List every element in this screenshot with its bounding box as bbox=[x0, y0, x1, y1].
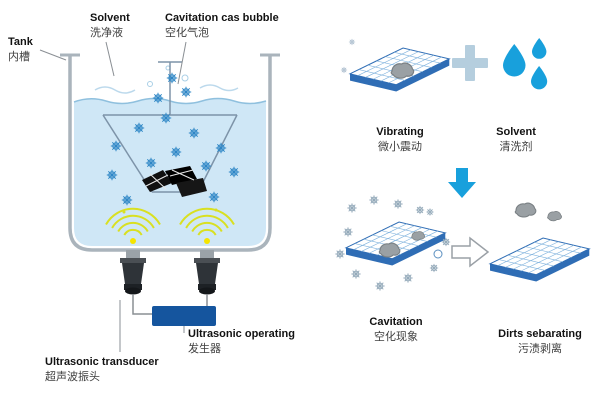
ultrasonic-operating-label-zh: 发生器 bbox=[188, 342, 221, 355]
sparkle-icon bbox=[340, 66, 348, 74]
sparkle-icon bbox=[402, 272, 414, 284]
dirt-blob-icon bbox=[378, 242, 401, 258]
water-drop-icon bbox=[531, 66, 548, 90]
gear-bubble-icon bbox=[152, 92, 164, 104]
sparkle-icon bbox=[374, 280, 386, 292]
dirt-blob-icon bbox=[390, 62, 415, 79]
tank-label-zh: 内槽 bbox=[8, 50, 30, 63]
gear-bubble-icon bbox=[180, 86, 192, 98]
cavitation-gas-bubble-label-en: Cavitation cas bubble bbox=[165, 12, 279, 24]
sparkle-icon bbox=[426, 208, 434, 216]
cavitation-gas-bubble-label: Cavitation cas bubble 空化气泡 bbox=[165, 12, 279, 41]
transducer-left-icon bbox=[120, 250, 146, 295]
solvent-right-label: Solvent 清洗剂 bbox=[496, 126, 536, 155]
solvent-drops bbox=[503, 38, 548, 90]
water-drop-icon bbox=[532, 38, 547, 59]
cavitation-label-en: Cavitation bbox=[369, 316, 423, 328]
sparkle-icon bbox=[350, 268, 362, 280]
splash-wave bbox=[94, 86, 136, 94]
gear-bubble-icon bbox=[170, 146, 182, 158]
sparkle-icon bbox=[346, 202, 358, 214]
gear-bubble-icon bbox=[208, 191, 220, 203]
cleaning-parts bbox=[142, 166, 207, 197]
ultrasonic-transducer-label-zh: 超声波振头 bbox=[45, 370, 100, 383]
ultrasonic-operating-label: Ultrasonic operating 发生器 bbox=[188, 328, 295, 357]
sparkle-icon bbox=[368, 194, 380, 206]
dirts-separating-label-en: Dirts sebarating bbox=[498, 328, 582, 340]
down-arrow-icon bbox=[448, 168, 476, 198]
sparkle-icon bbox=[392, 198, 404, 210]
transducer-right-icon bbox=[194, 250, 220, 295]
dirt-blob-icon bbox=[547, 211, 562, 222]
sparkle-icon bbox=[441, 237, 451, 247]
vibrating-label-en: Vibrating bbox=[376, 126, 424, 138]
gear-bubble-icon bbox=[145, 157, 157, 169]
sparkle-icon bbox=[429, 263, 439, 273]
dirt-blob-icon bbox=[514, 202, 537, 218]
gear-bubble-icon bbox=[106, 169, 118, 181]
solvent-label-en: Solvent bbox=[90, 12, 130, 24]
micro-bubble-icon bbox=[433, 249, 443, 259]
dirts-separating-label-zh: 污渍剥离 bbox=[518, 342, 562, 355]
solvent-label-zh: 洗净液 bbox=[90, 26, 123, 39]
right-outline-arrow-icon bbox=[451, 236, 490, 268]
sparkle-icon bbox=[342, 226, 354, 238]
sparkle-icon bbox=[348, 38, 356, 46]
ultrasonic-transducer-label: Ultrasonic transducer 超声波振头 bbox=[45, 356, 159, 385]
vibrating-label-zh: 微小震动 bbox=[377, 140, 422, 153]
tank-wall bbox=[68, 55, 272, 252]
gear-bubble-icon bbox=[166, 72, 178, 84]
ultrasonic-transducer-label-en: Ultrasonic transducer bbox=[45, 356, 159, 368]
wiring bbox=[132, 294, 208, 315]
solvent-right-label-en: Solvent bbox=[496, 126, 536, 138]
dirts-separating-label: Dirts sebarating 污渍剥离 bbox=[498, 328, 582, 357]
sparkle-icon bbox=[334, 248, 346, 260]
splash-wave bbox=[199, 84, 239, 92]
generator-box bbox=[152, 306, 216, 326]
gear-bubble-icon bbox=[133, 122, 145, 134]
ultrasonic-operating-label-en: Ultrasonic operating bbox=[188, 328, 295, 340]
grid-sheet-icon bbox=[489, 237, 590, 283]
gear-bubble-icon bbox=[188, 127, 200, 139]
gear-bubble-icon bbox=[110, 140, 122, 152]
leader-lines bbox=[39, 41, 187, 352]
splash-bubble bbox=[181, 74, 189, 82]
splash-bubble bbox=[147, 81, 153, 87]
cavitation-gas-bubble-label-zh: 空化气泡 bbox=[165, 26, 209, 39]
dirt-blob-icon bbox=[411, 231, 425, 241]
solvent-label: Solvent 洗净液 bbox=[90, 12, 130, 41]
vibrating-label: Vibrating 微小震动 bbox=[376, 126, 423, 155]
sparkle-icon bbox=[415, 205, 425, 215]
gear-bubble-icon bbox=[215, 142, 227, 154]
clean-sheet bbox=[489, 237, 590, 283]
ultrasonic-waves bbox=[105, 207, 235, 244]
gear-bubble-icon bbox=[200, 160, 212, 172]
tank-label-en: Tank bbox=[8, 36, 33, 48]
cavitation-label: Cavitation 空化现象 bbox=[369, 316, 422, 345]
gear-bubble-icon bbox=[160, 112, 172, 124]
cavitation-label-zh: 空化现象 bbox=[374, 330, 418, 343]
gear-bubble-icon bbox=[121, 194, 133, 206]
solvent-right-label-zh: 清洗剂 bbox=[499, 140, 533, 153]
plus-icon bbox=[452, 45, 488, 81]
tank-label: Tank 内槽 bbox=[8, 36, 33, 65]
gear-bubble-icon bbox=[228, 166, 240, 178]
water-drop-icon bbox=[503, 44, 526, 77]
